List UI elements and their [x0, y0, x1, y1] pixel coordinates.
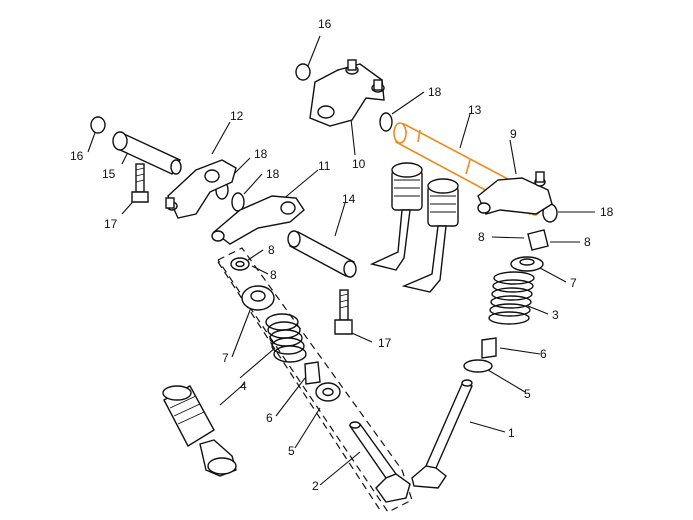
spring-seat-left [315, 382, 341, 402]
callout-7-left: 7 [222, 351, 229, 365]
callout-18-top: 18 [428, 85, 442, 99]
lifter-left [162, 385, 215, 447]
callout-11: 11 [318, 159, 331, 173]
callout-14: 14 [342, 192, 356, 206]
valve-cotter-right [527, 229, 549, 251]
callout-15: 15 [102, 167, 116, 181]
callout-13: 13 [468, 103, 482, 117]
rocker-shaft-left [112, 131, 182, 175]
valve-head-left [199, 439, 237, 477]
bolt-center [334, 289, 353, 335]
leader-lines [87, 35, 595, 486]
callout-2: 2 [312, 479, 319, 493]
callout-5-left: 5 [288, 444, 295, 458]
rocker-arm-right [477, 171, 553, 215]
callout-8-right-b: 8 [584, 235, 591, 249]
callout-4: 4 [240, 379, 247, 393]
valve-spring-right [488, 271, 535, 325]
callout-7-right: 7 [570, 276, 577, 290]
callout-18-left-b: 18 [266, 167, 280, 181]
valve-right [411, 379, 473, 489]
callout-6-left: 6 [266, 411, 273, 425]
callout-16-left: 16 [70, 149, 84, 163]
spring-retainer-left [241, 285, 275, 311]
stem-seal-right [481, 337, 497, 359]
callout-6-right: 6 [540, 347, 547, 361]
callout-17-left: 17 [104, 217, 118, 231]
spring-retainer-right [510, 256, 544, 272]
valve-pair-upper [369, 162, 459, 293]
spring-seat-right [463, 359, 493, 373]
callout-9: 9 [510, 127, 517, 141]
callout-16-top: 16 [318, 17, 332, 31]
callout-8-left-b: 8 [270, 268, 277, 282]
rocker-arm-left [165, 159, 237, 219]
callout-18-left-a: 18 [254, 147, 268, 161]
valve-spring-left [265, 313, 307, 363]
callout-3: 3 [552, 308, 559, 322]
callout-8-right-a: 8 [478, 230, 485, 244]
callout-8-left-a: 8 [268, 243, 275, 257]
callout-17-center: 17 [378, 336, 392, 350]
callout-1: 1 [508, 426, 515, 440]
callout-labels: 16 18 13 12 9 16 18 10 15 18 11 18 17 14… [70, 17, 614, 493]
callout-12: 12 [230, 109, 244, 123]
bolt-left [131, 163, 149, 203]
callout-18-right: 18 [600, 205, 614, 219]
callout-10: 10 [352, 157, 366, 171]
rocker-arm-upper [309, 59, 385, 127]
stem-seal-left [304, 361, 321, 385]
valve-cotter-left [230, 257, 250, 271]
o-ring-upper [295, 63, 311, 81]
callout-5-right: 5 [524, 387, 531, 401]
valve-center [348, 421, 411, 503]
rocker-arm-center [211, 195, 305, 245]
rocker-shaft-center [287, 230, 357, 278]
o-ring-left [90, 116, 106, 134]
washer-a [379, 112, 393, 132]
